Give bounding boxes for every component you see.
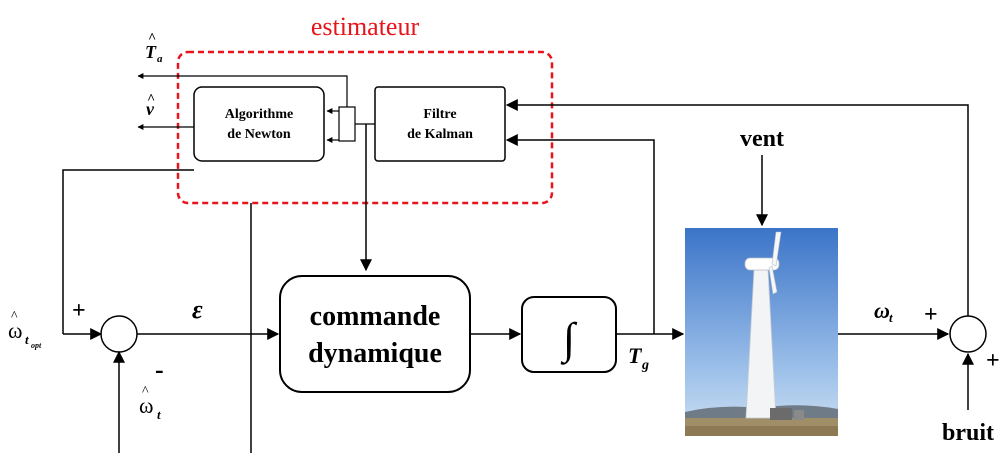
tg-label: T g: [628, 343, 649, 373]
ta-hat-label: T ^ a: [145, 31, 163, 65]
svg-text:g: g: [641, 358, 649, 373]
v-hat-label: v ^: [146, 92, 155, 119]
right-sum-plus-left: +: [924, 302, 938, 328]
omega-t-hat-label: ω ^ t: [139, 384, 161, 422]
left-sum-minus: -: [155, 355, 164, 384]
svg-text:^: ^: [147, 92, 155, 107]
controller-block: [279, 275, 471, 393]
kalman-block: [374, 86, 506, 162]
svg-text:opt: opt: [31, 341, 42, 350]
kalman-label-1: Filtre: [423, 107, 456, 122]
svg-text:^: ^: [11, 309, 18, 324]
svg-text:ω: ω: [139, 393, 153, 418]
svg-text:^: ^: [148, 31, 156, 46]
wind-turbine-image: [685, 228, 838, 436]
svg-text:v: v: [146, 99, 155, 119]
svg-text:t: t: [25, 332, 29, 347]
newton-label-1: Algorithme: [225, 107, 293, 122]
controller-label-2: dynamique: [308, 338, 442, 369]
svg-text:ω: ω: [8, 318, 22, 343]
svg-text:t: t: [157, 407, 161, 422]
svg-text:T: T: [145, 42, 157, 62]
svg-text:T: T: [628, 343, 643, 368]
svg-text:a: a: [157, 53, 163, 65]
noise-label: bruit: [942, 420, 994, 446]
omega-topt-hat-label: ω ^ t opt: [8, 309, 42, 350]
wind-label: vent: [740, 126, 784, 152]
svg-text:^: ^: [142, 384, 149, 399]
newton-label-2: de Newton: [227, 127, 291, 142]
omega-t-label: ω t: [874, 298, 893, 325]
svg-text:t: t: [889, 310, 893, 325]
integrator-symbol: ∫: [560, 314, 578, 365]
svg-text:ω: ω: [874, 298, 890, 323]
controller-label-1: commande: [310, 301, 441, 332]
kalman-label-2: de Kalman: [407, 127, 473, 142]
connector-box: [338, 106, 356, 142]
left-summing-junction: [100, 315, 138, 353]
estimator-title: estimateur: [311, 12, 420, 41]
left-sum-plus: +: [72, 298, 86, 324]
epsilon-label: ε: [192, 295, 203, 324]
right-summing-junction: [949, 315, 987, 353]
right-sum-plus-bottom: +: [986, 348, 1000, 374]
newton-block: [193, 86, 325, 162]
